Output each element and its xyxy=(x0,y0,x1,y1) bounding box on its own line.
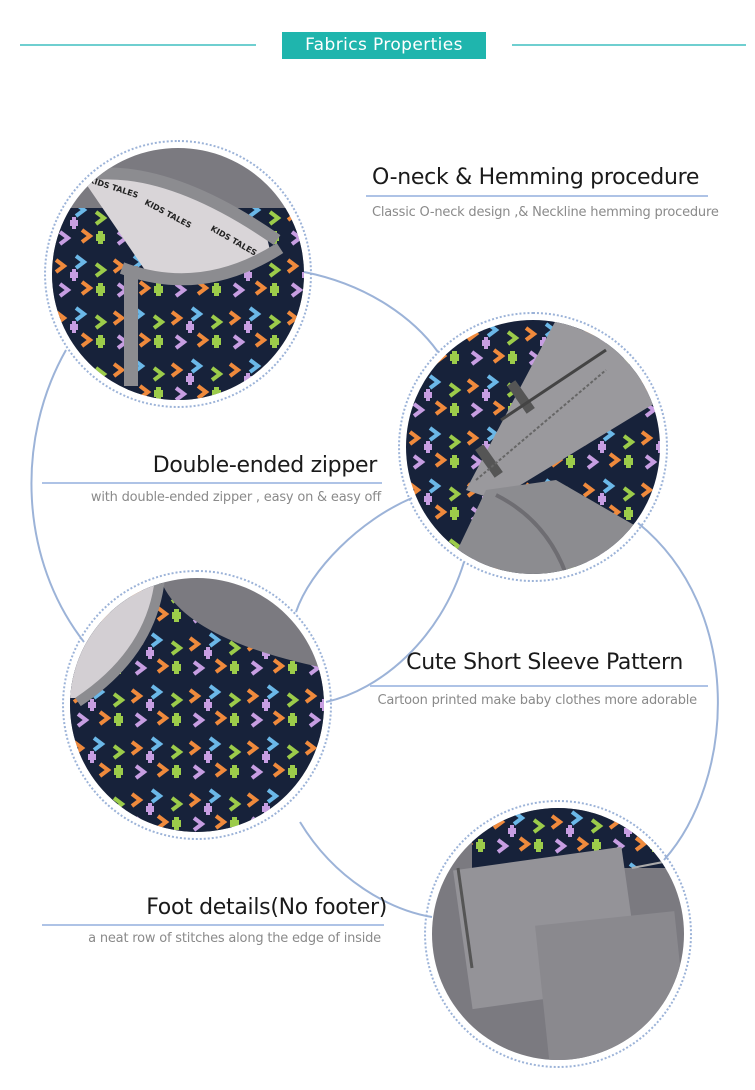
section-title-banner: Fabrics Properties xyxy=(282,32,486,59)
sleeve-detail-photo xyxy=(70,578,324,832)
feature-rule-foot xyxy=(42,924,384,926)
feature-title-zipper: Double-ended zipper xyxy=(152,453,378,478)
feature-title-foot: Foot details(No footer) xyxy=(146,895,387,920)
neck-photo-ring xyxy=(44,140,312,408)
feature-rule-oneck xyxy=(366,195,708,197)
feature-rule-zipper xyxy=(42,482,382,484)
feature-desc-zipper: with double-ended zipper , easy on & eas… xyxy=(90,490,381,505)
zipper-detail-photo xyxy=(406,320,660,574)
feature-desc-foot: a neat row of stitches along the edge of… xyxy=(88,931,381,946)
header-rule-left xyxy=(20,44,256,46)
neck-detail-photo: KIDS TALES KIDS TALES KIDS TALES xyxy=(52,148,304,400)
foot-detail-photo xyxy=(432,808,684,1060)
feature-title-oneck: O-neck & Hemming procedure xyxy=(372,165,700,190)
feature-desc-sleeve: Cartoon printed make baby clothes more a… xyxy=(377,693,697,708)
sleeve-photo-ring xyxy=(62,570,332,840)
zipper-photo-ring xyxy=(398,312,668,582)
feature-title-sleeve: Cute Short Sleeve Pattern xyxy=(406,650,683,675)
header-rule-right xyxy=(512,44,746,46)
feature-rule-sleeve xyxy=(370,685,708,687)
foot-photo-ring xyxy=(424,800,692,1068)
feature-desc-oneck: Classic O-neck design ,& Neckline hemmin… xyxy=(372,205,719,220)
